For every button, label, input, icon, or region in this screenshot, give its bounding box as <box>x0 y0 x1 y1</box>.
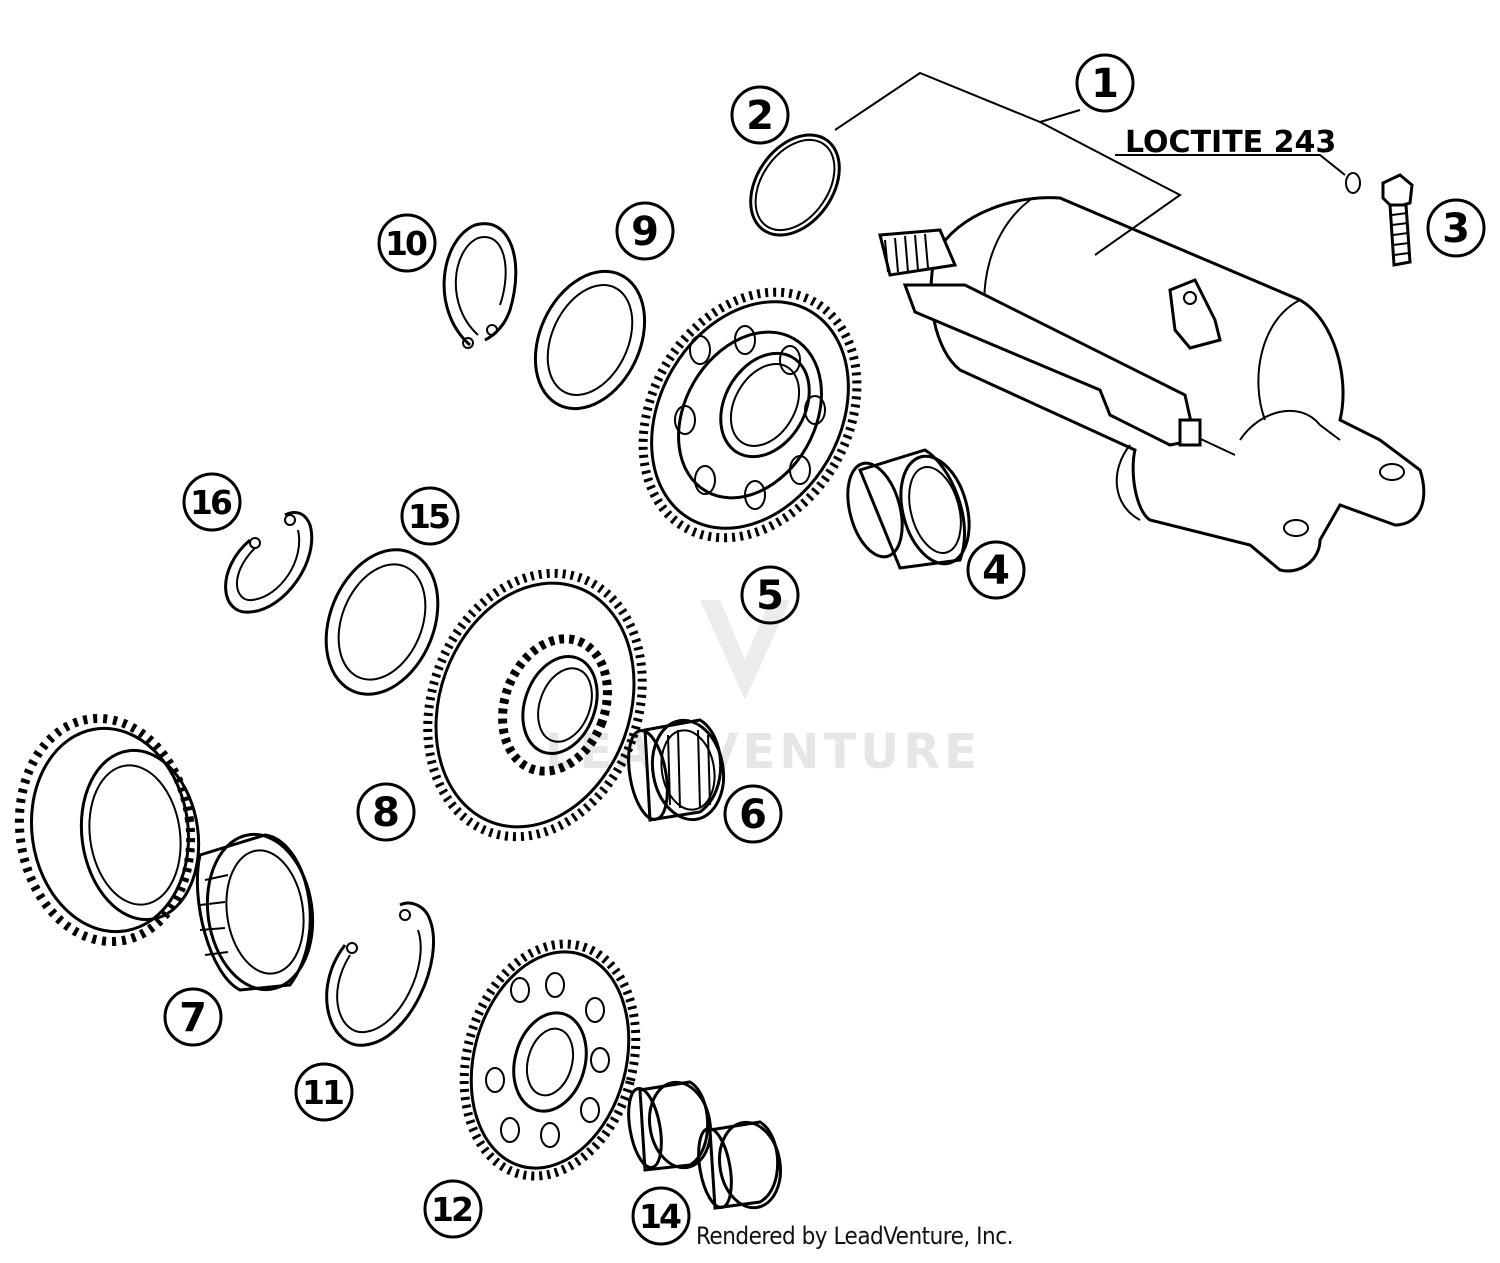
part-16-circlip[interactable] <box>224 511 314 614</box>
leader-lines <box>834 71 1346 256</box>
loctite-note: LOCTITE 243 <box>1125 125 1336 160</box>
callout-2[interactable]: 2 <box>730 85 790 145</box>
callout-8[interactable]: 8 <box>356 782 416 842</box>
part-6-bearing[interactable] <box>622 715 731 826</box>
render-credit: Rendered by LeadVenture, Inc. <box>696 1222 1013 1250</box>
callout-4-label: 4 <box>982 548 1010 594</box>
callout-7[interactable]: 7 <box>163 987 223 1047</box>
callout-5[interactable]: 5 <box>740 565 800 625</box>
part-2-o-ring[interactable] <box>732 118 857 252</box>
helical-gear[interactable] <box>5 707 209 952</box>
callout-3-label: 3 <box>1442 206 1470 252</box>
callout-4[interactable]: 4 <box>966 540 1026 600</box>
part-12-gear[interactable] <box>439 925 660 1196</box>
callout-14-label: 14 <box>639 1197 681 1236</box>
part-1-starter-motor[interactable] <box>878 196 1426 573</box>
part-15-washer[interactable] <box>306 533 459 711</box>
watermark-text: LEADVENTURE <box>545 724 981 780</box>
callout-1[interactable]: 1 <box>1075 53 1135 113</box>
part-8-gear[interactable] <box>392 543 678 867</box>
callout-9-label: 9 <box>631 209 659 255</box>
callout-1-label: 1 <box>1091 61 1119 107</box>
callout-12-label: 12 <box>431 1190 472 1229</box>
callout-3[interactable]: 3 <box>1426 198 1486 258</box>
callout-8-label: 8 <box>372 790 400 836</box>
callout-7-label: 7 <box>179 995 207 1041</box>
callout-12[interactable]: 12 <box>423 1179 483 1239</box>
part-11-circlip[interactable] <box>325 901 435 1047</box>
callout-15-label: 15 <box>408 497 449 536</box>
callout-6[interactable]: 6 <box>723 784 783 844</box>
callout-10-label: 10 <box>385 224 427 263</box>
callout-14[interactable]: 14 <box>631 1186 691 1246</box>
callout-2-label: 2 <box>746 93 774 139</box>
watermark: LEADVENTURE <box>545 600 981 780</box>
callout-6-label: 6 <box>739 792 767 838</box>
part-7-freewheel[interactable] <box>195 828 322 997</box>
part-3-bolt[interactable] <box>1345 172 1414 267</box>
part-5-gear[interactable] <box>600 253 900 576</box>
part-14-bearings[interactable] <box>623 1077 787 1212</box>
part-4-bearing[interactable] <box>838 448 980 572</box>
callout-5-label: 5 <box>756 573 784 619</box>
part-10-circlip[interactable] <box>442 222 518 349</box>
callout-10[interactable]: 10 <box>377 213 437 273</box>
callout-16[interactable]: 16 <box>182 472 242 532</box>
callout-16-label: 16 <box>190 483 232 522</box>
part-9-washer[interactable] <box>514 254 665 427</box>
callout-9[interactable]: 9 <box>615 201 675 261</box>
callout-11[interactable]: 11 <box>294 1062 354 1122</box>
callout-11-label: 11 <box>302 1073 343 1112</box>
callout-15[interactable]: 15 <box>400 486 460 546</box>
